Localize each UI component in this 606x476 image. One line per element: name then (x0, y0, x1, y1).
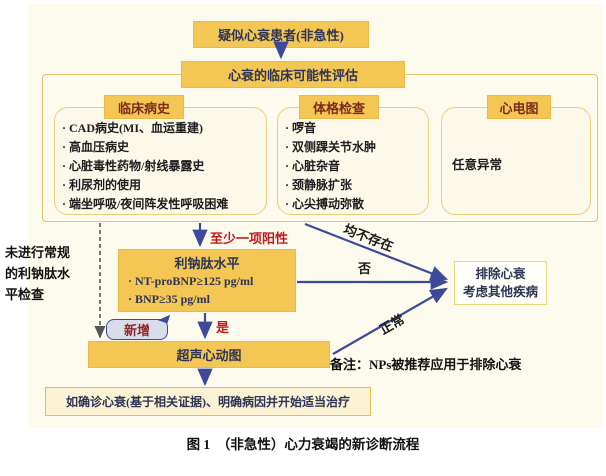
edge-label-at-least-one-positive: 至少一项阳性 (210, 231, 289, 246)
node-exclude-heart-failure: 排除心衰 考虑其他疾病 (454, 261, 547, 305)
list-item: 颈静脉扩张 (285, 176, 427, 195)
node-natriuretic-peptide: 利钠肽水平 NT-proBNP≥125 pg/ml BNP≥35 pg/ml (118, 249, 296, 312)
section-header-physical-exam: 体格检查 (299, 95, 379, 119)
node-echocardiogram: 超声心动图 (88, 341, 330, 368)
list-item: 心脏杂音 (285, 157, 427, 176)
node-suspected-patient: 疑似心衰患者(非急性) (193, 21, 369, 48)
list-item: NT-proBNP≥125 pg/ml (128, 272, 295, 290)
list-item: 端坐呼吸/夜间阵发性呼吸困难 (62, 195, 267, 214)
node-suspected-patient-label: 疑似心衰患者(非急性) (218, 28, 344, 43)
physical-exam-list: 啰音 双侧踝关节水肿 心脏杂音 颈静脉扩张 心尖搏动弥散 (285, 119, 427, 214)
node-echocardiogram-label: 超声心动图 (176, 348, 242, 363)
new-addition-badge: 新增 (106, 311, 171, 340)
list-item: 利尿剂的使用 (62, 176, 267, 195)
section-header-ecg: 心电图 (487, 95, 551, 119)
exclude-line2: 考虑其他疾病 (462, 285, 538, 299)
new-addition-badge-label: 新增 (123, 323, 150, 338)
clinical-history-list: CAD病史(MI、血运重建) 高血压病史 心脏毒性药物/射线暴露史 利尿剂的使用… (62, 119, 267, 214)
edge-label-no: 否 (358, 261, 372, 276)
section-header-clinical-history: 临床病史 (104, 95, 184, 119)
node-confirm-treatment-label: 如确诊心衰(基于相关证据)、明确病因并开始适当治疗 (66, 395, 350, 409)
list-item: 双侧踝关节水肿 (285, 138, 427, 157)
edge-label-yes: 是 (216, 320, 230, 335)
ecg-content: 任意异常 (452, 158, 503, 172)
card-ecg (441, 107, 591, 215)
figure-caption: 图 1 （非急性）心力衰竭的新诊断流程 (186, 437, 420, 452)
footnote-nps: 备注：NPs被推荐应用于排除心衰 (330, 357, 522, 372)
ecg-title: 心电图 (499, 100, 539, 116)
list-item: CAD病史(MI、血运重建) (62, 119, 267, 138)
node-clinical-assessment: 心衰的临床可能性评估 (181, 61, 405, 88)
exclude-line1: 排除心衰 (475, 267, 526, 281)
clinical-history-title: 临床病史 (117, 100, 170, 116)
list-item: BNP≥35 pg/ml (128, 290, 295, 308)
list-item: 心尖搏动弥散 (285, 195, 427, 214)
physical-exam-title: 体格检查 (312, 100, 365, 116)
label-no-routine-test: 未进行常规的利钠肽水平检查 (5, 245, 71, 302)
list-item: 啰音 (285, 119, 427, 138)
node-clinical-assessment-label: 心衰的临床可能性评估 (227, 68, 358, 83)
list-item: 心脏毒性药物/射线暴露史 (62, 157, 267, 176)
bnp-title: 利钠肽水平 (174, 256, 240, 271)
node-confirm-treatment: 如确诊心衰(基于相关证据)、明确病因并开始适当治疗 (45, 387, 371, 416)
list-item: 高血压病史 (62, 138, 267, 157)
bnp-criteria-list: NT-proBNP≥125 pg/ml BNP≥35 pg/ml (119, 272, 295, 308)
